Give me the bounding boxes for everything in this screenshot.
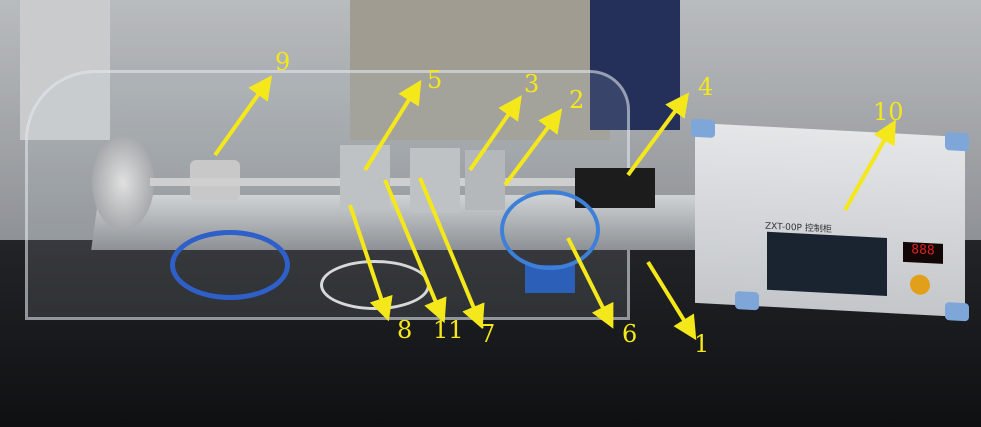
label-4: 4: [698, 73, 714, 101]
arrow-10: [843, 119, 896, 211]
label-6: 6: [622, 320, 638, 348]
arrow-4: [626, 92, 690, 177]
motor-disc: [92, 135, 154, 230]
arrow-8: [348, 204, 393, 322]
cable-coil: [170, 230, 290, 300]
label-2: 2: [569, 86, 585, 114]
arrow-9: [213, 75, 272, 157]
cable-coil: [500, 190, 600, 270]
label-8: 8: [397, 316, 413, 344]
bearing-block: [410, 148, 460, 213]
label-11: 11: [433, 316, 464, 344]
arrow-7: [418, 177, 485, 330]
arrow-6: [566, 237, 614, 329]
arrow-2: [503, 108, 563, 187]
bearing-block: [340, 145, 390, 210]
arrow-3: [468, 95, 522, 172]
label-9: 9: [275, 48, 291, 76]
arrow-5: [363, 79, 422, 172]
arrow-11: [383, 179, 447, 324]
label-3: 3: [524, 70, 540, 98]
arrow-1: [646, 260, 697, 341]
load-block: [575, 168, 655, 208]
label-1: 1: [694, 330, 710, 358]
label-10: 10: [873, 98, 904, 126]
label-7: 7: [480, 320, 496, 348]
bearing-block: [465, 150, 505, 210]
label-5: 5: [427, 66, 443, 94]
